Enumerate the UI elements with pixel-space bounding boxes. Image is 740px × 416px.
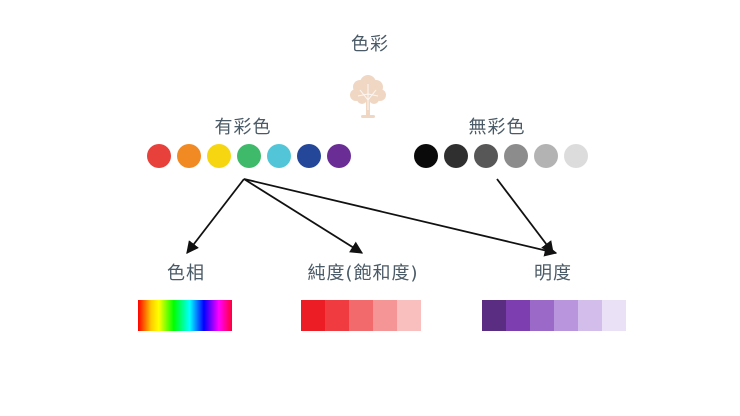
achromatic-dot-palegray xyxy=(564,144,588,168)
arrow-to-saturation xyxy=(243,178,364,254)
tree-icon xyxy=(350,75,386,118)
saturation-swatch xyxy=(325,300,349,331)
chromatic-dot-red xyxy=(147,144,171,168)
chromatic-dot-cyan xyxy=(267,144,291,168)
saturation-swatch xyxy=(397,300,421,331)
saturation-strip xyxy=(301,300,421,331)
brightness-strip xyxy=(482,300,626,331)
brightness-swatch xyxy=(482,300,506,331)
arrow-achromatic-to-brightness xyxy=(496,178,554,255)
chromatic-dots xyxy=(147,144,351,168)
arrow-chromatic-to-brightness xyxy=(243,178,558,257)
hue-spectrum-bar xyxy=(138,300,232,331)
chromatic-label: 有彩色 xyxy=(214,117,272,138)
achromatic-dot-midgray xyxy=(504,144,528,168)
hue-label: 色相 xyxy=(167,263,205,284)
chromatic-dot-yellow xyxy=(207,144,231,168)
saturation-label: 純度(飽和度) xyxy=(307,263,419,284)
brightness-swatch xyxy=(578,300,602,331)
page-title: 色彩 xyxy=(351,34,389,55)
arrow-to-hue xyxy=(186,178,245,254)
saturation-swatch xyxy=(301,300,325,331)
achromatic-dot-lightgray xyxy=(534,144,558,168)
brightness-swatch xyxy=(602,300,626,331)
saturation-swatch xyxy=(349,300,373,331)
chromatic-dot-blue xyxy=(297,144,321,168)
achromatic-label: 無彩色 xyxy=(468,117,526,138)
achromatic-dot-darkgray xyxy=(444,144,468,168)
achromatic-dot-gray xyxy=(474,144,498,168)
brightness-swatch xyxy=(530,300,554,331)
brightness-swatch xyxy=(506,300,530,331)
achromatic-dots xyxy=(414,144,588,168)
brightness-label: 明度 xyxy=(534,263,572,284)
chromatic-dot-purple xyxy=(327,144,351,168)
brightness-swatch xyxy=(554,300,578,331)
saturation-swatch xyxy=(373,300,397,331)
achromatic-dot-black xyxy=(414,144,438,168)
chromatic-dot-green xyxy=(237,144,261,168)
chromatic-dot-orange xyxy=(177,144,201,168)
